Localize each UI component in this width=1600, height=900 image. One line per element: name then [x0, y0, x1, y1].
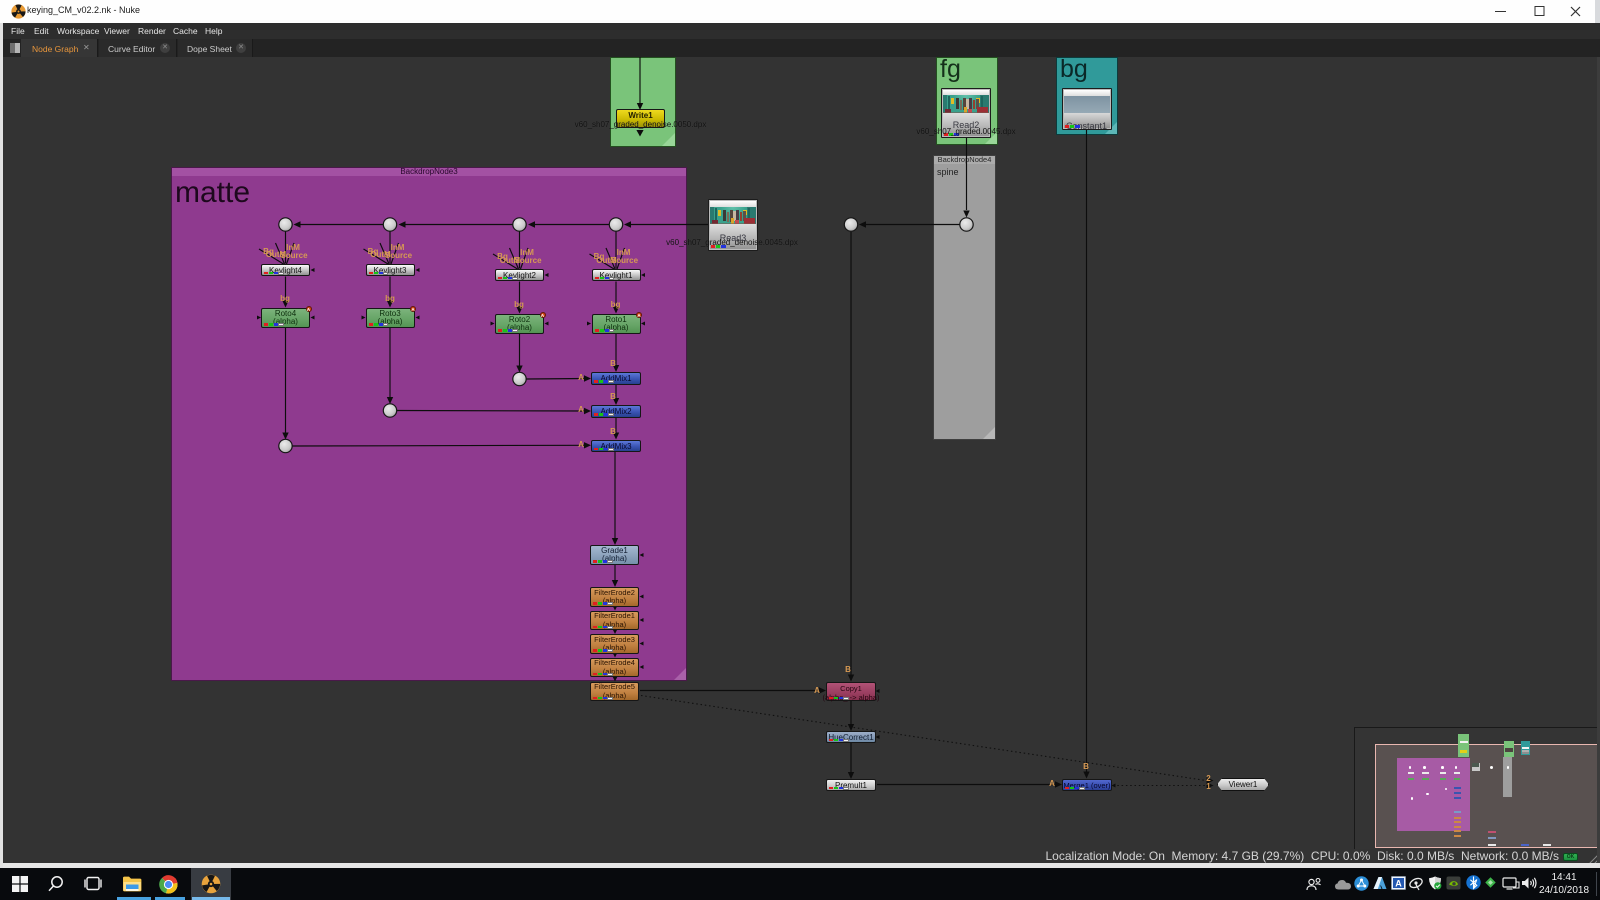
- svg-text:A: A: [1395, 879, 1402, 889]
